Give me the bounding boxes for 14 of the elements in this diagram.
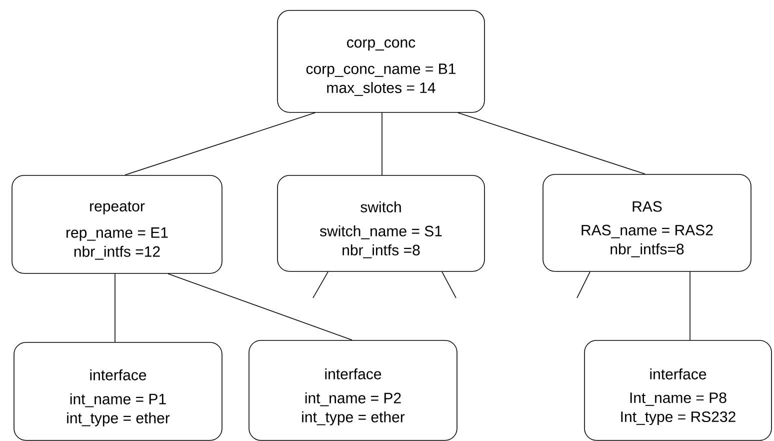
class-box: switch switch_name = S1 nbr_intfs =8 — [277, 174, 485, 272]
stub-line — [442, 271, 456, 298]
connector-line — [458, 112, 646, 174]
class-box: repeator rep_name = E1 nbr_intfs =12 — [12, 174, 222, 274]
connector-line — [168, 273, 352, 340]
class-box: interface Int_name = P8 Int_type = RS232 — [584, 340, 772, 441]
class-box: interface int_name = P2 int_type = ether — [248, 340, 458, 441]
stub-line — [312, 271, 328, 298]
stub-line — [576, 271, 590, 298]
connector-line — [124, 112, 316, 176]
class-box: interface int_name = P1 int_type = ether — [14, 342, 222, 441]
connector-line — [114, 273, 116, 342]
class-box: corp_conc corp_conc_name = B1 max_slotes = 14 — [277, 10, 485, 113]
class-box: RAS RAS_name = RAS2 nbr_intfs=8 — [542, 174, 752, 272]
